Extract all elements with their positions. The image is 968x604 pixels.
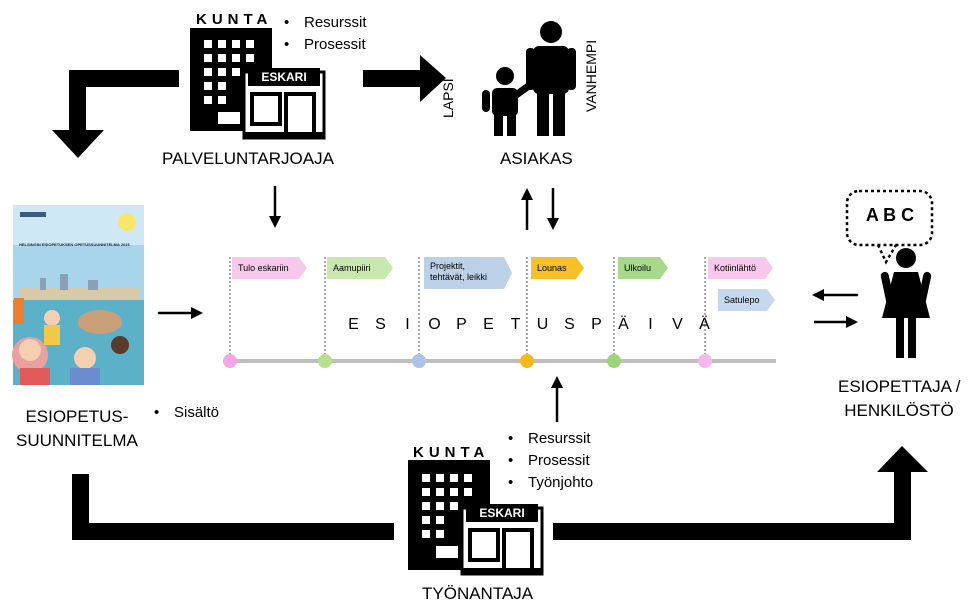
timeline-dot <box>520 354 534 368</box>
employer-to-curriculum-line <box>72 474 394 540</box>
timeline-title-letter: I <box>648 316 653 333</box>
activity-tag-label: tehtävät, leikki <box>430 272 488 282</box>
employer-role-label: TYÖNANTAJA <box>422 584 534 603</box>
employer-up-arrow <box>551 376 563 422</box>
activity-tag: Tulo eskariin <box>232 257 307 279</box>
employer-org-label: KUNTA <box>413 444 490 461</box>
activity-tag: Projektit, tehtävät, leikki <box>424 257 512 289</box>
speech-bubble <box>845 189 934 265</box>
timeline-title-letter: T <box>510 316 521 333</box>
employer-bullet-item: Työnjohto <box>506 472 593 494</box>
timeline-title-letter: E <box>483 316 494 333</box>
teacher-left-arrow <box>812 289 858 301</box>
parent-label: VANHEMPI <box>583 39 599 112</box>
curriculum-bullet-list: Sisältö <box>152 402 219 424</box>
teacher-label-line: HENKILÖSTÖ <box>844 401 954 420</box>
activity-tag: Lounas <box>531 257 584 279</box>
timeline-dot <box>607 354 621 368</box>
customer-up-arrow <box>521 188 533 230</box>
provider-to-customer-arrow <box>363 55 446 102</box>
activity-tag: Aamupiiri <box>327 257 393 279</box>
employer-bullet-item: Resurssit <box>506 428 593 450</box>
teacher-icon <box>880 248 932 358</box>
timeline-title-letter: P <box>456 316 467 333</box>
timeline-marks <box>223 257 712 368</box>
activity-tag-label: Ulkoilu <box>624 263 652 273</box>
customer-role-label: ASIAKAS <box>500 149 573 168</box>
curriculum-label: ESIOPETUS- SUUNNITELMA <box>16 405 138 453</box>
employer-shop-label: ESKARI <box>479 506 525 520</box>
teacher-label: ESIOPETTAJA / HENKILÖSTÖ <box>838 375 961 423</box>
activity-tag-label: Lounas <box>537 263 567 273</box>
curriculum-right-arrow <box>158 307 203 319</box>
activity-tag: Kotiinlähtö <box>708 257 773 279</box>
flow-arrows <box>52 55 928 540</box>
activity-tag-label: Satulepo <box>724 295 760 305</box>
timeline-title-letter: Ä <box>699 316 710 333</box>
provider-bullet-item: Resurssit <box>282 12 367 34</box>
timeline-line <box>229 359 776 363</box>
parent-child-icon <box>482 21 576 136</box>
employer-bullet-list: Resurssit Prosessit Työnjohto <box>506 428 593 494</box>
timeline-title-letter: V <box>672 316 683 333</box>
timeline-dot <box>412 354 426 368</box>
timeline <box>223 257 776 368</box>
thin-arrows <box>158 186 858 422</box>
employer-bullet-item: Prosessit <box>506 450 593 472</box>
provider-role-label: PALVELUNTARJOAJA <box>162 149 334 168</box>
customer-down-arrow <box>547 188 559 230</box>
employer-building-icon <box>408 460 544 576</box>
curriculum-cover-text: HELSINGIN ESIOPETUKSEN OPETUSSUUNNITELMA… <box>19 242 130 247</box>
provider-building-icon <box>190 28 326 140</box>
activity-tag: Ulkoilu <box>618 257 668 279</box>
timeline-title-letter: S <box>375 316 386 333</box>
activity-tag-label: Tulo eskariin <box>238 263 289 273</box>
timeline-title-letter: P <box>591 316 602 333</box>
activity-tag-label: Kotiinlähtö <box>714 263 757 273</box>
timeline-title-letter: I <box>405 316 410 333</box>
timeline-title-letter: Ä <box>618 316 629 333</box>
timeline-title-letter: U <box>536 316 549 333</box>
teacher-label-line: ESIOPETTAJA / <box>838 377 961 396</box>
provider-bullet-item: Prosessit <box>282 34 367 56</box>
provider-org-label: KUNTA <box>196 11 273 28</box>
timeline-title-letter: O <box>428 316 441 333</box>
activity-tag-label: Aamupiiri <box>333 263 371 273</box>
curriculum-bullet-item: Sisältö <box>152 402 219 424</box>
employer-to-teacher-arrow <box>553 446 928 540</box>
timeline-dot <box>698 354 712 368</box>
timeline-title-letter: S <box>564 316 575 333</box>
activity-tag-label: Projektit, <box>430 261 466 271</box>
curriculum-label-line: SUUNNITELMA <box>16 431 138 450</box>
activity-tag: Satulepo <box>718 289 775 311</box>
timeline-dot <box>318 354 332 368</box>
provider-down-arrow <box>269 186 281 228</box>
provider-bullet-list: Resurssit Prosessit <box>282 12 367 56</box>
curriculum-cover-image <box>12 205 144 385</box>
provider-to-curriculum-arrow <box>52 70 179 158</box>
timeline-dot <box>223 354 237 368</box>
speech-bubble-text: A B C <box>865 205 915 225</box>
teacher-right-arrow <box>814 316 858 328</box>
child-label: LAPSI <box>440 78 456 118</box>
provider-shop-label: ESKARI <box>261 70 307 84</box>
curriculum-label-line: ESIOPETUS- <box>25 407 129 426</box>
timeline-title-letter: E <box>348 316 359 333</box>
